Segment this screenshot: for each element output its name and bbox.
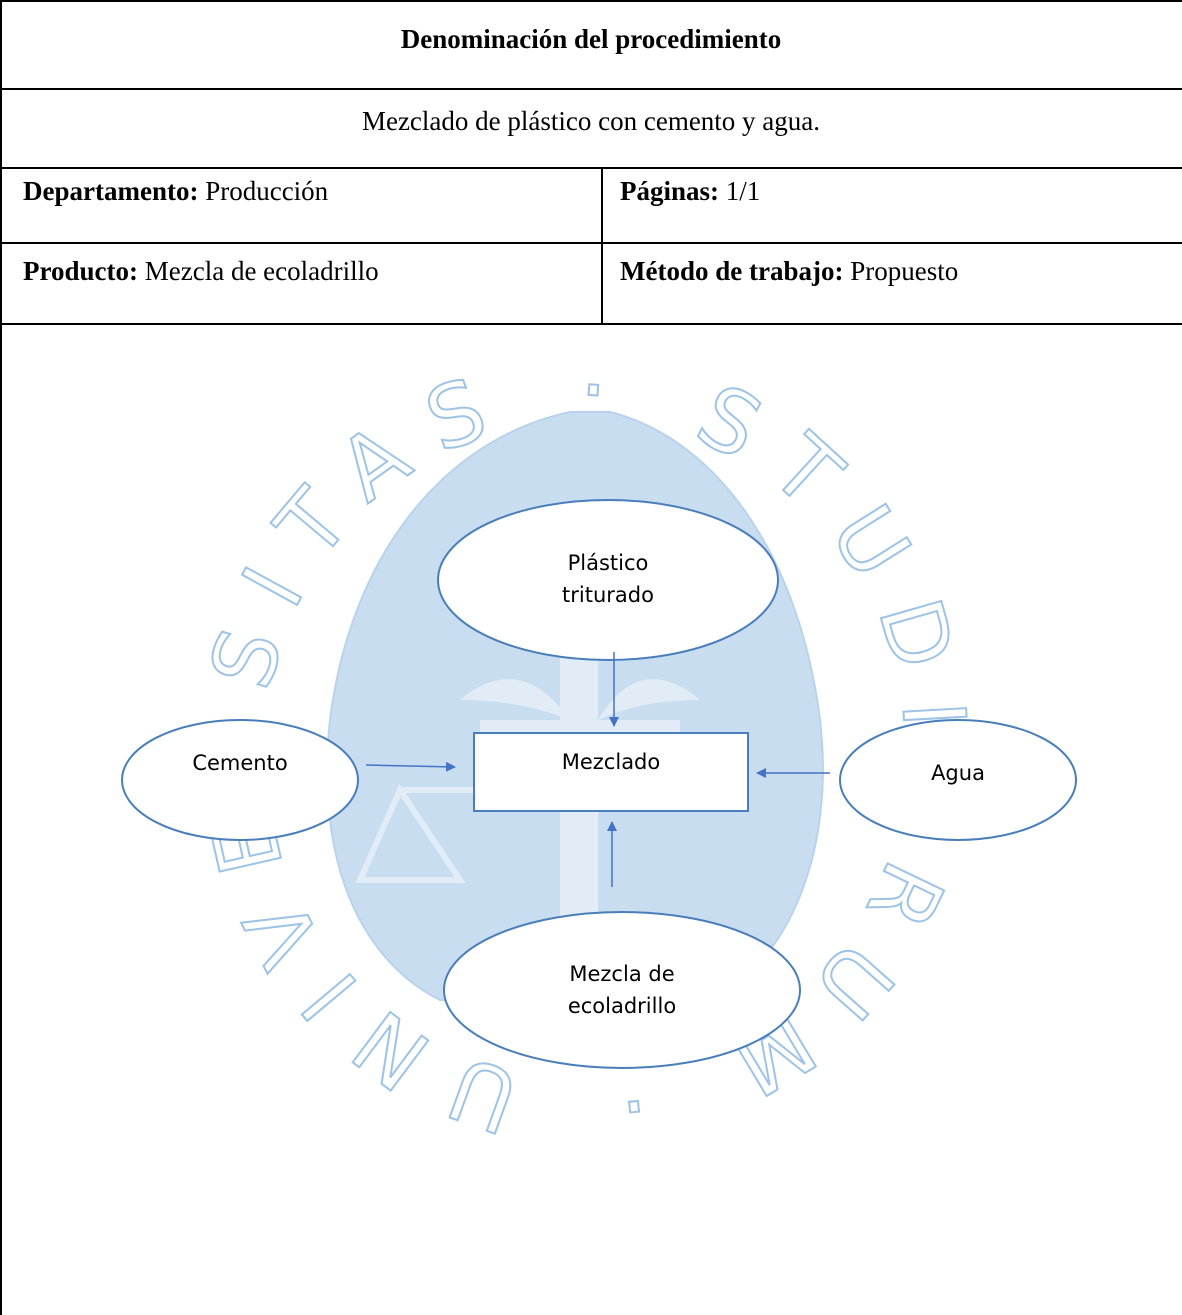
product-label: Producto:: [23, 256, 138, 286]
input-plastic-line1: Plástico: [567, 551, 649, 575]
method-value: Propuesto: [850, 256, 959, 286]
table-rule-4: [0, 323, 1182, 325]
header-title: Denominación del procedimiento: [400, 24, 782, 54]
pages-value: 1/1: [725, 176, 761, 206]
table-column-divider: [601, 167, 603, 325]
table-border-left: [0, 0, 2, 1315]
input-mixture-line1: Mezcla de: [569, 962, 675, 986]
process-mixing-box: [473, 732, 749, 812]
input-water-node: [839, 719, 1077, 841]
process-mixing-label: Mezclado: [561, 750, 661, 774]
seal-sword-guard: [480, 720, 680, 734]
input-plastic-label: Plástico triturado: [508, 547, 708, 611]
input-plastic-line2: triturado: [562, 583, 654, 607]
department-value: Producción: [205, 176, 329, 206]
department-field: Departamento: Producción: [23, 178, 328, 205]
input-mixture-node: [443, 911, 801, 1069]
input-plastic-node: [437, 499, 779, 661]
table-rule-3: [0, 242, 1182, 244]
product-value: Mezcla de ecoladrillo: [144, 256, 379, 286]
table-border-top: [0, 0, 1182, 2]
department-label: Departamento:: [23, 176, 199, 206]
input-mixture-label: Mezcla de ecoladrillo: [522, 958, 722, 1022]
procedure-name: Mezclado de plástico con cemento y agua.: [361, 106, 821, 136]
product-field: Producto: Mezcla de ecoladrillo: [23, 258, 379, 285]
input-cement-label: Cemento: [192, 751, 288, 775]
seal-wings: [460, 679, 700, 720]
method-field: Método de trabajo: Propuesto: [620, 258, 958, 285]
pages-label: Páginas:: [620, 176, 720, 206]
arrow-cement-to-mixing: [365, 761, 456, 772]
table-rule-2: [0, 167, 1182, 169]
method-label: Método de trabajo:: [620, 256, 844, 286]
input-mixture-line2: ecoladrillo: [567, 994, 677, 1018]
pages-field: Páginas: 1/1: [620, 178, 760, 205]
input-water-label: Agua: [931, 761, 985, 785]
input-cement-node: [121, 719, 359, 841]
table-rule-1: [0, 88, 1182, 90]
